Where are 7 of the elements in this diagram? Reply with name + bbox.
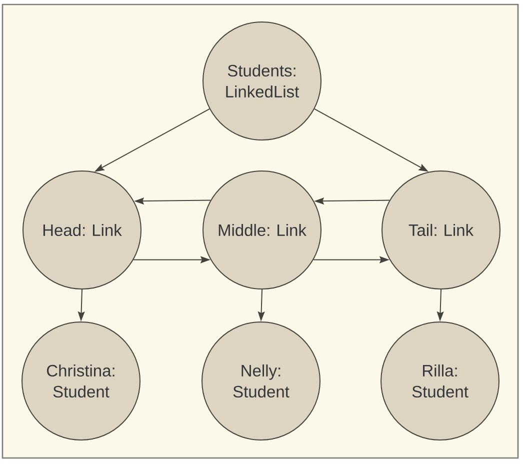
circle-node: Head: Link xyxy=(22,170,142,290)
circle-node: Christina: Student xyxy=(22,322,140,440)
circle-node: Rilla: Student xyxy=(380,322,500,440)
circle-node: Tail: Link xyxy=(382,170,500,290)
circle-node: Students: LinkedList xyxy=(202,22,322,140)
circle-node: Middle: Link xyxy=(202,170,322,290)
circle-node: Nelly: Student xyxy=(202,322,320,440)
